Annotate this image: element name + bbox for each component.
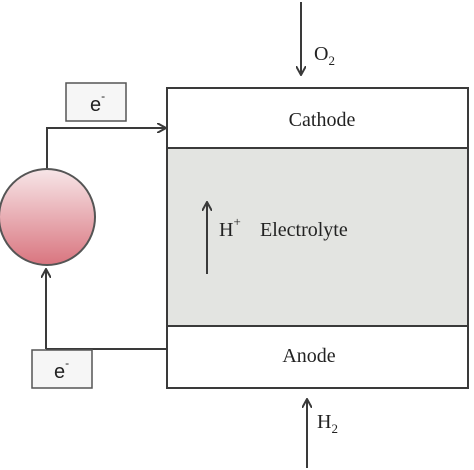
electrolyte-layer [166, 147, 469, 327]
cathode-label: Cathode [289, 109, 356, 131]
electron-label-top: e- [90, 89, 105, 116]
electron-box-top [65, 82, 127, 122]
electron-top-charge: - [101, 89, 105, 103]
hydrogen-symbol: H [317, 411, 331, 433]
cathode-layer [166, 87, 469, 149]
load-circle [0, 168, 96, 266]
hydrogen-subscript: 2 [331, 421, 338, 436]
proton-label: H+ [219, 214, 241, 241]
anode-layer [166, 325, 469, 389]
hydrogen-label: H2 [317, 411, 338, 436]
oxygen-label: O2 [314, 43, 335, 68]
oxygen-subscript: 2 [328, 53, 335, 68]
electron-bottom-symbol: e [54, 361, 65, 383]
electron-bottom-charge: - [65, 356, 69, 370]
electron-box-bottom [31, 349, 93, 389]
proton-charge: + [233, 214, 240, 229]
electron-top-symbol: e [90, 94, 101, 116]
electrolyte-label: Electrolyte [260, 219, 348, 241]
anode-label: Anode [282, 345, 335, 367]
oxygen-symbol: O [314, 43, 328, 65]
proton-symbol: H [219, 219, 233, 241]
electron-label-bottom: e- [54, 356, 69, 383]
